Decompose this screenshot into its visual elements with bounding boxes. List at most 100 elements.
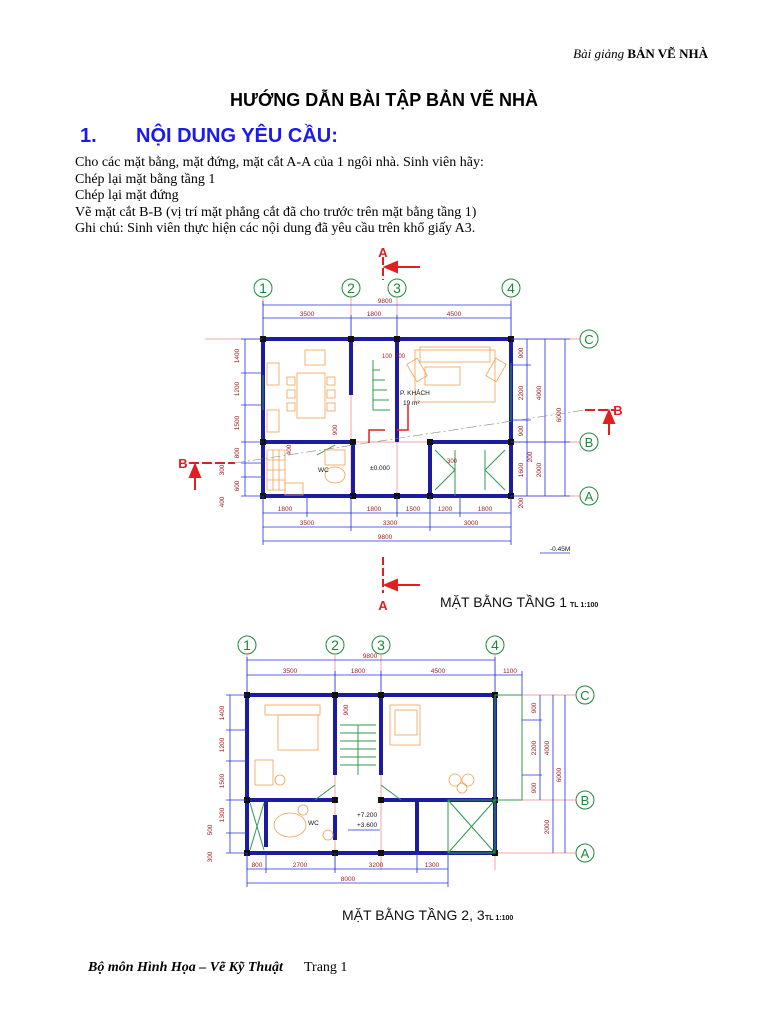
section-mark-a: A [378,245,388,260]
plan-scale: TL 1:100 [485,915,513,922]
body-line: Chép lại mặt đứng [75,188,179,203]
page-footer: Bộ môn Hình Họa – Vẽ Kỹ Thuật Trang 1 [88,960,347,976]
level-mark: +3.600 [357,822,377,829]
room-area: 19 m² [403,400,420,407]
dimension: 300 [207,851,214,862]
axis-label: A [581,846,590,861]
dimension: 3300 [383,520,398,527]
section-heading: 1. NỘI DUNG YÊU CẦU: [80,125,338,148]
axis-label: 1 [243,637,251,653]
footer-department: Bộ môn Hình Họa – Vẽ Kỹ Thuật [88,960,283,975]
dimension: 1400 [234,348,241,363]
room-label: WC [318,467,329,474]
axis-label: 1 [259,280,267,296]
dimension: 3200 [369,862,384,869]
dimension: 6000 [556,767,563,782]
dimension: 8000 [341,876,356,883]
dimension: 800 [234,447,241,458]
dimension: 2000 [544,819,551,834]
dimension: 1100 [503,668,517,675]
section-mark-b: B [178,456,187,471]
dimension: 1400 [219,705,226,720]
axis-label: 2 [347,280,355,296]
dimension: 1300 [425,862,440,869]
dimension: 500 [207,824,214,835]
dimension: 800 [252,862,263,869]
dimension: 900 [518,347,525,358]
dimension: 900 [332,424,339,435]
dimension: 4500 [447,311,462,318]
dimension: 200 [518,497,525,508]
axis-label: B [581,793,590,808]
plan-title: MẶT BẰNG TẦNG 2, 3 [342,906,485,923]
axis-label: B [585,435,594,450]
dimension: 2000 [536,462,543,477]
dimension: 100 [382,354,393,360]
dimension: 400 [286,444,293,455]
dimension: 900 [531,702,538,713]
dimension: 400 [219,496,226,507]
dimension: 1200 [234,381,241,396]
dimension: 2200 [518,385,525,400]
dimension: 4000 [536,385,543,400]
dimension: 1800 [367,311,382,318]
document-title: HƯỚNG DẪN BÀI TẬP BẢN VẼ NHÀ [230,90,538,110]
room-label: P. KHÁCH [400,388,430,397]
dimension: 1200 [219,737,226,752]
dimension: 1800 [478,506,493,513]
page-header: Bài giảng BẢN VẼ NHÀ [573,46,708,62]
dimension: 9800 [378,298,393,305]
axis-label: 4 [491,637,499,653]
dimension: 9800 [378,534,393,541]
requirements-text: Cho các mặt bằng, mặt đứng, mặt cắt A-A … [75,155,484,238]
dimension: 4500 [431,668,446,675]
dimension: 3500 [300,311,315,318]
dimension: 1500 [219,773,226,788]
axis-label: 3 [393,280,401,296]
floor-plan-2-3: 1 2 3 4 C B A 9800 3500 1800 4500 1100 [200,625,620,935]
axis-label: 2 [331,637,339,653]
dimension: 3500 [300,520,315,527]
section-mark-a: A [378,598,388,613]
header-prefix: Bài giảng [573,46,625,61]
page-number: Trang 1 [304,960,348,975]
plan-scale: TL 1:100 [570,602,598,609]
dimension: 6000 [556,407,563,422]
dimension: 1500 [406,506,421,513]
axis-label: 4 [507,280,515,296]
dimension: 1800 [367,506,382,513]
axis-label: C [580,688,589,703]
room-label: WC [308,820,319,827]
section-mark-b: B [613,403,622,418]
dimension: 2200 [531,740,538,755]
body-line: Vẽ mặt cắt B-B (vị trí mặt phẳng cắt đã … [75,204,477,220]
axis-markers-x [253,278,521,298]
dimension: 200 [527,451,534,462]
level-mark: ±0.000 [370,465,390,472]
dimension: 300 [447,459,458,465]
dimension: 2700 [293,862,308,869]
axis-label: C [584,332,593,347]
dimension: 3000 [464,520,479,527]
dimension: 900 [518,425,525,436]
axis-label: 3 [377,637,385,653]
dimension: 4000 [544,740,551,755]
plan-title: MẶT BẰNG TẦNG 1 [440,593,567,610]
dimension: 1600 [518,462,525,477]
dimension: 3500 [283,668,298,675]
floor-plan-1: 1 2 3 4 C B A 9800 3500 1800 4500 [175,245,625,620]
level-mark: +7.200 [357,812,377,819]
section-number: 1. [80,125,97,147]
dimension: 1800 [351,668,366,675]
header-title: BẢN VẼ NHÀ [627,46,708,61]
level-mark: -0.45M [550,546,570,553]
dimension: 9800 [363,653,378,660]
dimension: 1200 [438,506,453,513]
dimension: 900 [531,782,538,793]
body-line: Cho các mặt bằng, mặt đứng, mặt cắt A-A … [75,155,484,170]
section-title: NỘI DUNG YÊU CẦU: [136,125,338,147]
dimension: 1500 [234,415,241,430]
body-line: Ghi chú: Sinh viên thực hiện các nội dun… [75,221,476,236]
dimension: 1800 [278,506,293,513]
body-line: Chép lại mặt bằng tầng 1 [75,171,216,187]
